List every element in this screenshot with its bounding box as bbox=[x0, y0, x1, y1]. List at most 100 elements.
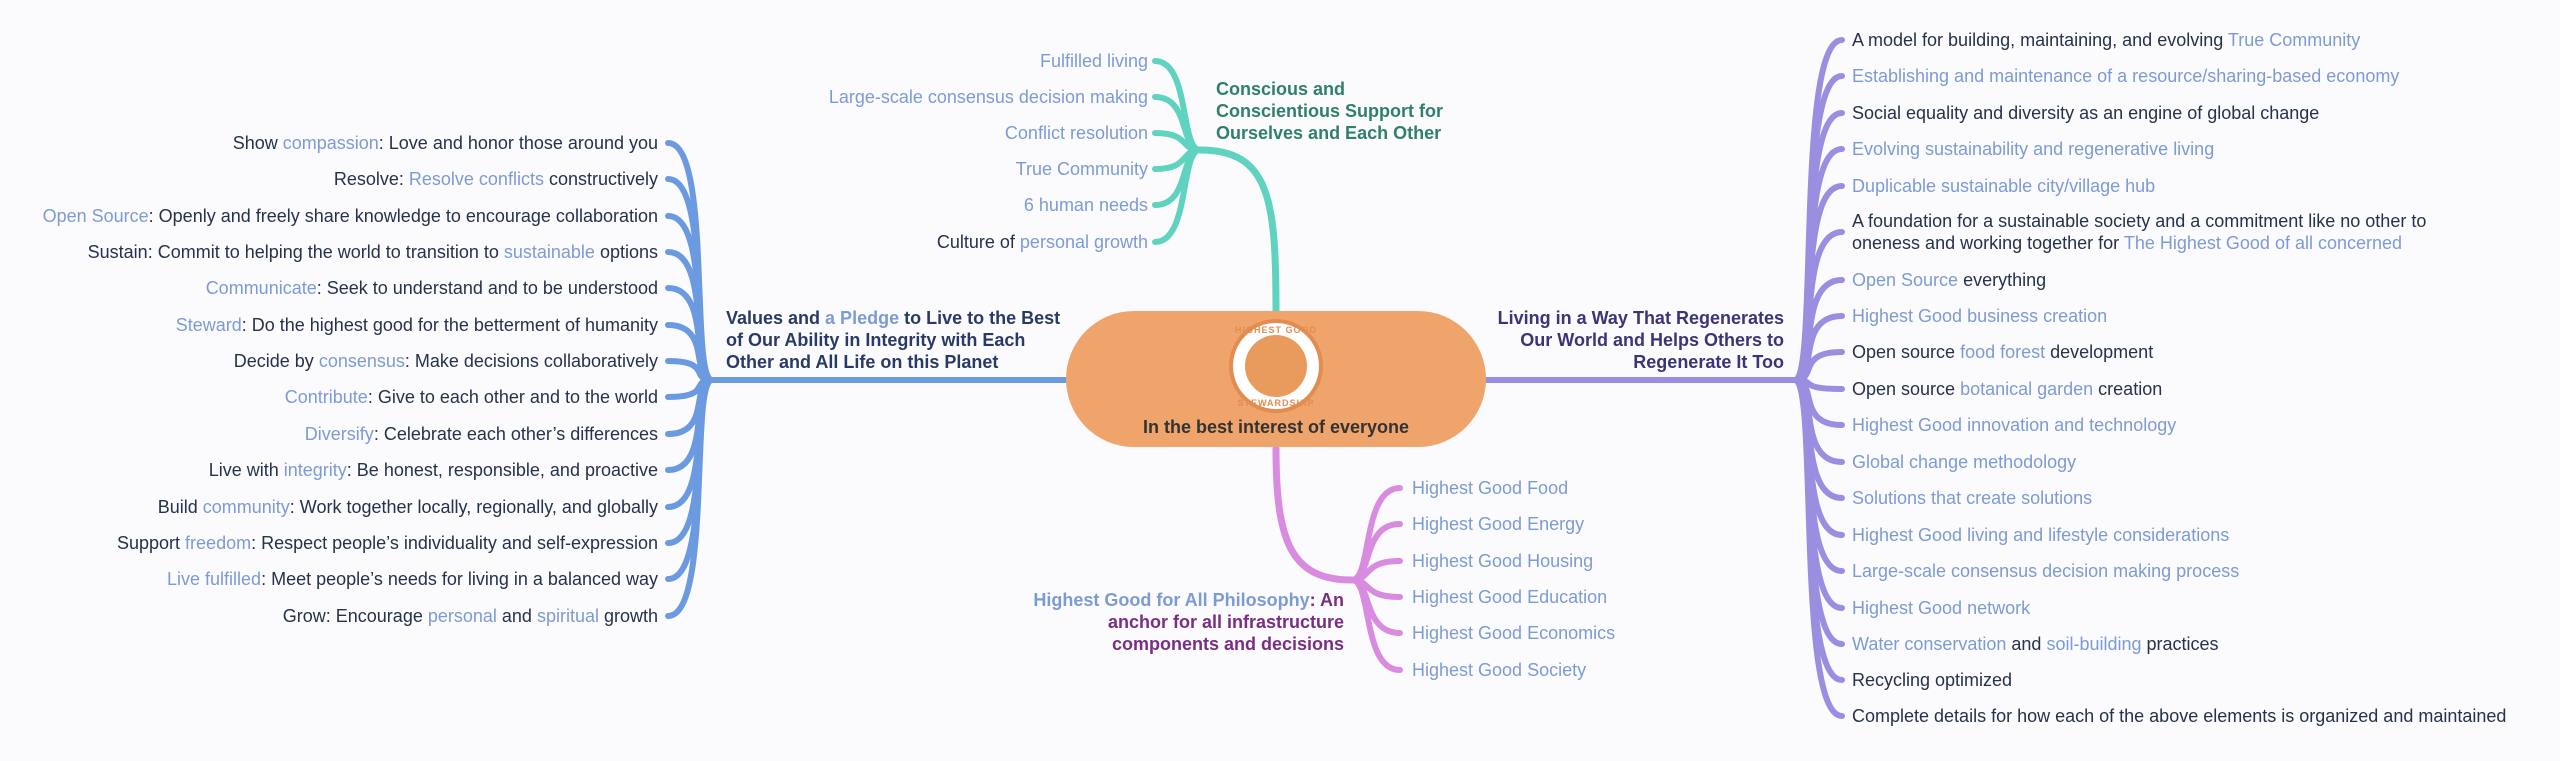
text-segment: Highest Good Economics bbox=[1412, 623, 1616, 643]
text-segment: Live fulfilled bbox=[167, 569, 262, 589]
text-segment: Sustain: Commit to helping the world to … bbox=[87, 242, 504, 262]
text-segment: anchor for all infrastructure bbox=[1107, 612, 1344, 632]
stewardship-logo-icon: HIGHEST GOOD STEWARDSHIP bbox=[1229, 319, 1323, 413]
top-leaf-item[interactable]: Conflict resolution bbox=[1005, 122, 1148, 144]
bottom-leaf-item[interactable]: Highest Good Education bbox=[1412, 586, 1607, 608]
text-segment: Global change methodology bbox=[1852, 452, 2077, 472]
bottom-leaf-item[interactable]: Highest Good Economics bbox=[1412, 622, 1615, 644]
text-segment: : Celebrate each other’s differences bbox=[373, 424, 658, 444]
right-leaf-item[interactable]: Complete details for how each of the abo… bbox=[1852, 705, 2506, 727]
left-leaf-item[interactable]: Live with integrity: Be honest, responsi… bbox=[209, 459, 658, 481]
text-segment: Water conservation bbox=[1852, 634, 2007, 654]
text-segment: options bbox=[594, 242, 658, 262]
left-leaf-item[interactable]: Contribute: Give to each other and to th… bbox=[285, 386, 658, 408]
text-segment: 6 human needs bbox=[1023, 195, 1148, 215]
text-segment: practices bbox=[2141, 634, 2219, 654]
text-segment: creation bbox=[2093, 379, 2163, 399]
text-segment: of Our Ability in Integrity with Each bbox=[726, 330, 1026, 350]
title-line: Living in a Way That Regenerates bbox=[1497, 308, 1784, 328]
top-leaf-item[interactable]: Large-scale consensus decision making bbox=[829, 86, 1148, 108]
text-segment: Highest Good living and lifestyle consid… bbox=[1852, 525, 2230, 545]
text-segment: oneness and working together for bbox=[1852, 233, 2124, 253]
left-leaf-item[interactable]: Steward: Do the highest good for the bet… bbox=[176, 314, 658, 336]
bottom-leaf-item[interactable]: Highest Good Society bbox=[1412, 659, 1586, 681]
right-leaf-item[interactable]: Highest Good business creation bbox=[1852, 305, 2107, 327]
left-leaf-item[interactable]: Support freedom: Respect people’s indivi… bbox=[117, 532, 658, 554]
text-segment: Highest Good Energy bbox=[1412, 514, 1585, 534]
text-segment: A model for building, maintaining, and e… bbox=[1852, 30, 2228, 50]
text-segment: Steward bbox=[175, 315, 242, 335]
text-segment: constructively bbox=[543, 169, 658, 189]
right-leaf-item[interactable]: Open source botanical garden creation bbox=[1852, 378, 2162, 400]
title-line: Our World and Helps Others to bbox=[1520, 330, 1784, 350]
right-leaf-item[interactable]: Highest Good living and lifestyle consid… bbox=[1852, 524, 2229, 546]
left-leaf-item[interactable]: Resolve: Resolve conflicts constructivel… bbox=[334, 168, 658, 190]
text-segment: food forest bbox=[1960, 342, 2046, 362]
left-leaf-item[interactable]: Decide by consensus: Make decisions coll… bbox=[234, 350, 658, 372]
right-leaf-item[interactable]: Water conservation and soil-building pra… bbox=[1852, 633, 2219, 655]
text-segment: Conflict resolution bbox=[1004, 123, 1148, 143]
text-segment: : Seek to understand and to be understoo… bbox=[316, 278, 658, 298]
bottom-leaf-item[interactable]: Highest Good Energy bbox=[1412, 513, 1584, 535]
right-leaf-item[interactable]: Social equality and diversity as an engi… bbox=[1852, 102, 2319, 124]
text-segment: compassion bbox=[282, 133, 379, 153]
text-segment: botanical garden bbox=[1960, 379, 2094, 399]
text-segment: : Meet people’s needs for living in a ba… bbox=[261, 569, 658, 589]
bottom-leaf-item[interactable]: Highest Good Housing bbox=[1412, 550, 1593, 572]
text-segment: everything bbox=[1958, 270, 2047, 290]
text-segment: Decide by bbox=[233, 351, 319, 371]
text-segment: : Openly and freely share knowledge to e… bbox=[148, 206, 658, 226]
left-leaf-item[interactable]: Communicate: Seek to understand and to b… bbox=[206, 277, 658, 299]
left-leaf-item[interactable]: Build community: Work together locally, … bbox=[158, 496, 658, 518]
text-segment: development bbox=[2045, 342, 2154, 362]
text-segment: freedom bbox=[185, 533, 252, 553]
left-leaf-item[interactable]: Grow: Encourage personal and spiritual g… bbox=[283, 605, 658, 627]
left-leaf-item[interactable]: Diversify: Celebrate each other’s differ… bbox=[305, 423, 658, 445]
text-segment: personal bbox=[427, 606, 497, 626]
top-leaf-item[interactable]: True Community bbox=[1016, 158, 1148, 180]
right-leaf-item[interactable]: Open Source everything bbox=[1852, 269, 2046, 291]
text-segment: The Highest Good of all concerned bbox=[2123, 233, 2403, 253]
text-segment: soil-building bbox=[2046, 634, 2142, 654]
top-leaf-item[interactable]: 6 human needs bbox=[1024, 194, 1148, 216]
text-segment: True Community bbox=[2227, 30, 2361, 50]
left-leaf-item[interactable]: Open Source: Openly and freely share kno… bbox=[43, 205, 658, 227]
bottom-leaf-item[interactable]: Highest Good Food bbox=[1412, 477, 1568, 499]
left-leaf-item[interactable]: Live fulfilled: Meet people’s needs for … bbox=[167, 568, 658, 590]
right-leaf-item[interactable]: A model for building, maintaining, and e… bbox=[1852, 29, 2360, 51]
right-leaf-item[interactable]: Recycling optimized bbox=[1852, 669, 2012, 691]
title-line: Ourselves and Each Other bbox=[1216, 123, 1442, 143]
text-segment: Highest Good Housing bbox=[1412, 551, 1594, 571]
top-leaf-item[interactable]: Fulfilled living bbox=[1040, 50, 1148, 72]
right-leaf-item[interactable]: Highest Good innovation and technology bbox=[1852, 414, 2176, 436]
right-leaf-item[interactable]: Open source food forest development bbox=[1852, 341, 2153, 363]
text-segment: Resolve: bbox=[333, 169, 409, 189]
left-branch-link bbox=[665, 377, 715, 619]
text-segment: : Be honest, responsible, and proactive bbox=[346, 460, 658, 480]
central-topic-label: In the best interest of everyone bbox=[1142, 417, 1410, 437]
text-segment: Large-scale consensus decision making pr… bbox=[1852, 561, 2240, 581]
right-leaf-item[interactable]: Evolving sustainability and regenerative… bbox=[1852, 138, 2214, 160]
right-leaf-item[interactable]: Establishing and maintenance of a resour… bbox=[1852, 65, 2399, 87]
text-segment: Complete details for how each of the abo… bbox=[1852, 706, 2507, 726]
left-leaf-item[interactable]: Show compassion: Love and honor those ar… bbox=[233, 132, 658, 154]
right-leaf-item[interactable]: Duplicable sustainable city/village hub bbox=[1852, 175, 2155, 197]
right-leaf-item[interactable]: Global change methodology bbox=[1852, 451, 2076, 473]
left-leaf-item[interactable]: Sustain: Commit to helping the world to … bbox=[88, 241, 658, 263]
right-leaf-item[interactable]: Solutions that create solutions bbox=[1852, 487, 2092, 509]
right-leaf-item[interactable]: A foundation for a sustainable society a… bbox=[1852, 210, 2426, 254]
text-segment: Highest Good business creation bbox=[1852, 306, 2108, 326]
text-segment: sustainable bbox=[503, 242, 595, 262]
central-node[interactable]: HIGHEST GOOD STEWARDSHIP In the best int… bbox=[1066, 311, 1486, 447]
text-segment: Highest Good Food bbox=[1412, 478, 1569, 498]
right-leaf-item[interactable]: Highest Good network bbox=[1852, 597, 2030, 619]
text-segment: Contribute bbox=[284, 387, 368, 407]
top-leaf-item[interactable]: Culture of personal growth bbox=[937, 231, 1148, 253]
bottom-branch-trunk bbox=[1272, 444, 1356, 584]
title-line: Conscientious Support for bbox=[1216, 101, 1443, 121]
right-leaf-item[interactable]: Large-scale consensus decision making pr… bbox=[1852, 560, 2239, 582]
